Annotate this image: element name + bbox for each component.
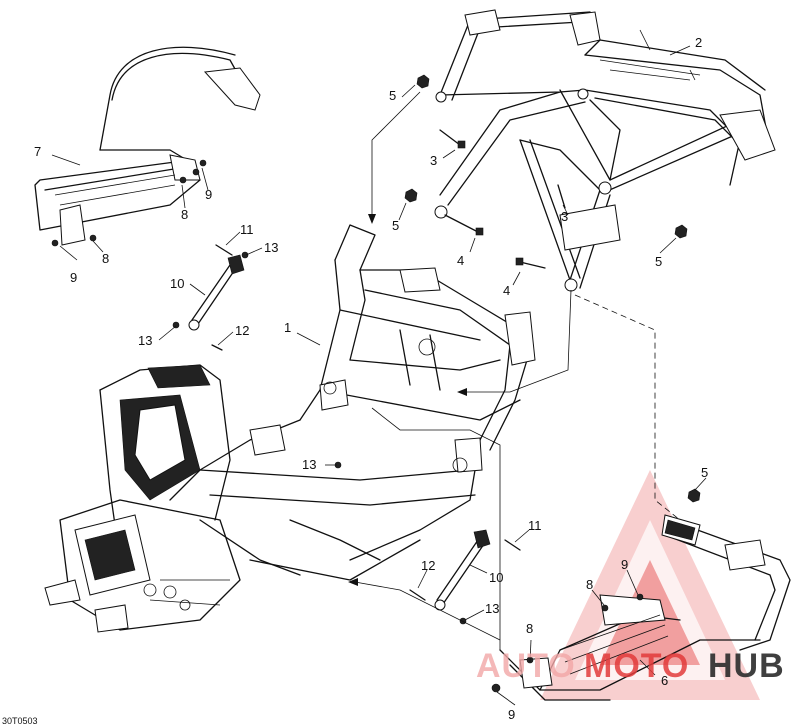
callout-1: 1 xyxy=(284,320,291,335)
callout-4-upper: 4 xyxy=(457,253,464,268)
callout-5-right: 5 xyxy=(655,254,662,269)
arrow-head xyxy=(348,578,358,586)
watermark-text: AUTO MOTO HUB xyxy=(476,647,785,685)
callout-11-lower: 11 xyxy=(528,518,542,533)
callout-labels: 1 2 3 3 4 4 5 5 5 5 6 7 8 8 8 8 9 9 9 9 … xyxy=(34,35,708,722)
callout-5-mid: 5 xyxy=(392,218,399,233)
rear-bumper-assembly xyxy=(34,46,261,246)
callout-12-upper: 12 xyxy=(235,323,249,338)
callout-4-lower: 4 xyxy=(503,283,510,298)
callout-10-lower: 10 xyxy=(489,570,503,585)
diagram-code: 30T0503 xyxy=(2,716,38,726)
callout-6: 6 xyxy=(661,673,668,688)
watermark-word-hub: HUB xyxy=(708,647,785,685)
roll-cage-assembly xyxy=(434,9,776,292)
arrow-head xyxy=(457,388,467,396)
callout-9-front-upper: 9 xyxy=(621,557,628,572)
callout-9-rear-right: 9 xyxy=(205,187,212,202)
callout-5-front: 5 xyxy=(701,465,708,480)
callout-8-rear-left: 8 xyxy=(102,251,109,266)
callout-9-front-lower: 9 xyxy=(508,707,515,722)
callout-8-front-upper: 8 xyxy=(586,577,593,592)
callout-9-rear-left: 9 xyxy=(70,270,77,285)
callout-13-lower: 13 xyxy=(485,601,499,616)
callout-13-left: 13 xyxy=(138,333,152,348)
callout-2: 2 xyxy=(695,35,702,50)
watermark-word-auto: AUTO xyxy=(476,647,576,685)
callout-3-lower: 3 xyxy=(561,209,568,224)
callout-5-top: 5 xyxy=(389,88,396,103)
callout-13-upper: 13 xyxy=(264,240,278,255)
arrow-head xyxy=(368,214,376,224)
callout-7: 7 xyxy=(34,144,41,159)
callout-13-center: 13 xyxy=(302,457,316,472)
strut-upper xyxy=(188,254,245,331)
strut-lower xyxy=(434,529,491,611)
callout-leaders xyxy=(51,45,707,706)
watermark-word-moto: MOTO xyxy=(584,647,689,685)
callout-11-upper: 11 xyxy=(240,222,254,237)
fasteners xyxy=(51,74,701,693)
callout-8-rear-right: 8 xyxy=(181,207,188,222)
main-frame-assembly xyxy=(44,224,536,633)
assembly-guide-lines xyxy=(348,91,681,650)
callout-12-lower: 12 xyxy=(421,558,435,573)
front-bumper-assembly xyxy=(499,514,791,701)
callout-8-front-lower: 8 xyxy=(526,621,533,636)
callout-10-upper: 10 xyxy=(170,276,184,291)
callout-3-upper: 3 xyxy=(430,153,437,168)
